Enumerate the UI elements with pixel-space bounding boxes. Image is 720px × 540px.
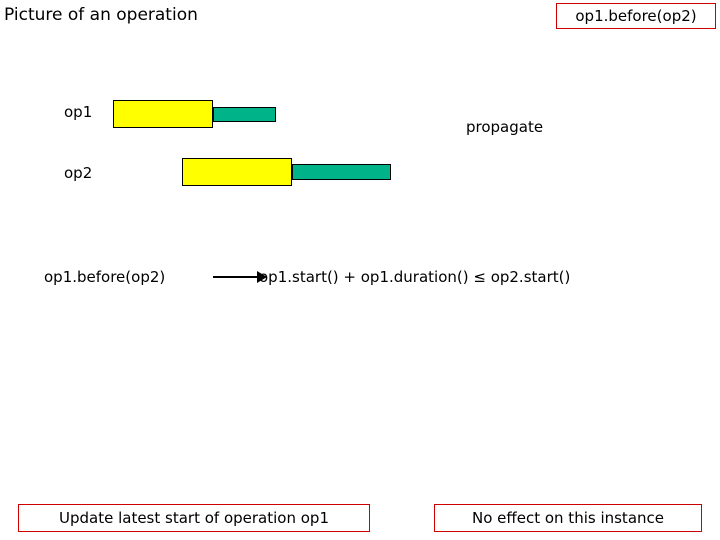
constraint-badge-label: op1.before(op2)	[575, 7, 697, 25]
outcome-left-box: Update latest start of operation op1	[18, 504, 370, 532]
propagate-label: propagate	[466, 118, 544, 136]
outcome-left-label: Update latest start of operation op1	[59, 509, 329, 527]
op2-duration-bar	[182, 158, 292, 186]
constraint-badge: op1.before(op2)	[556, 3, 716, 29]
op1-slack-bar	[213, 107, 276, 122]
outcome-right-box: No effect on this instance	[434, 504, 702, 532]
op1-row-label: op1	[64, 103, 93, 121]
op2-row-label: op2	[64, 164, 93, 182]
arrow-right-icon	[213, 271, 267, 283]
outcome-right-label: No effect on this instance	[472, 509, 664, 527]
rule-antecedent: op1.before(op2)	[44, 268, 166, 286]
op2-slack-bar	[292, 164, 391, 180]
page-title: Picture of an operation	[4, 5, 198, 25]
rule-consequent: op1.start() + op1.duration() ≤ op2.start…	[259, 268, 571, 286]
op1-duration-bar	[113, 100, 213, 128]
